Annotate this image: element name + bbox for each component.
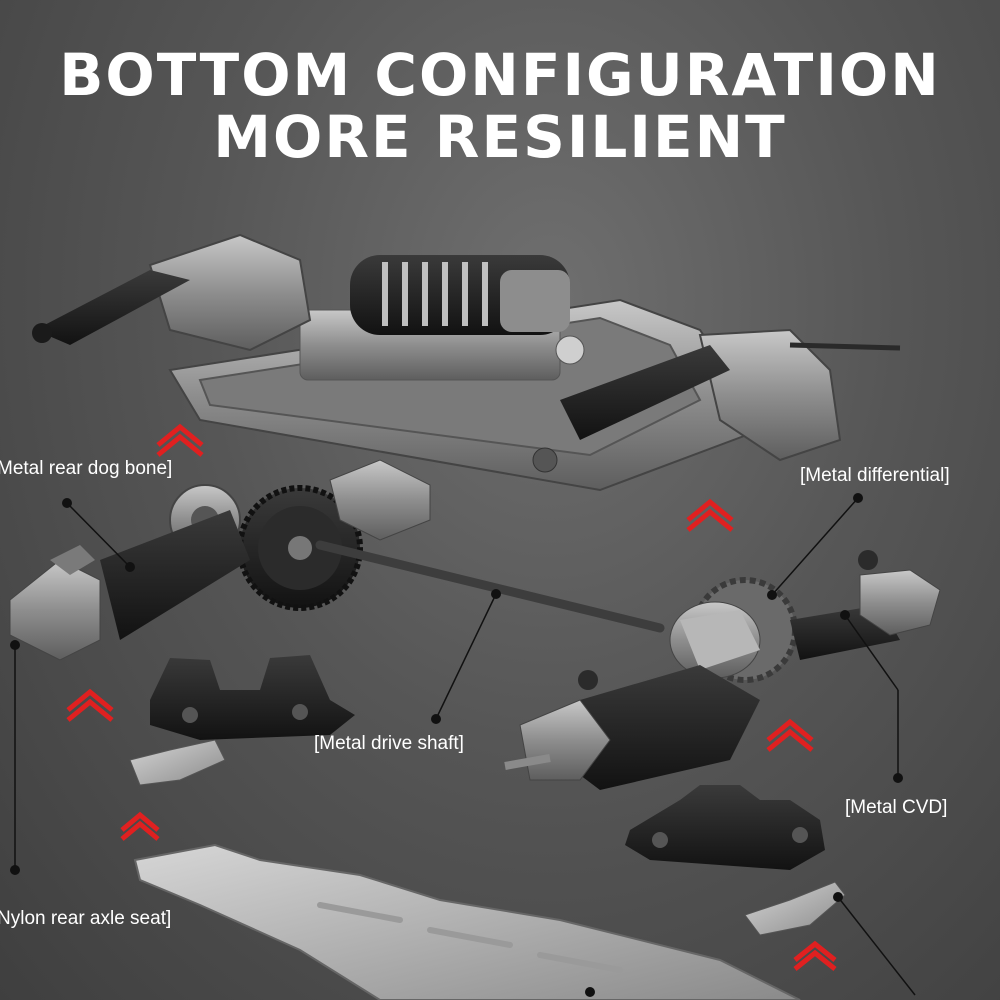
front-differential-assembly <box>504 550 941 790</box>
metal-bracket-right <box>744 881 846 936</box>
headline-line-1: BOTTOM CONFIGURATION <box>59 41 941 109</box>
motor <box>350 255 570 335</box>
callout-cvd: [Metal CVD] <box>845 797 948 818</box>
red-arrow-icon <box>686 498 734 560</box>
red-arrow-icon <box>66 688 114 760</box>
nylon-axle-seat-left <box>150 655 355 740</box>
rear-gear-assembly <box>9 459 431 661</box>
drive-shaft <box>315 540 665 633</box>
red-arrow-icon <box>766 718 814 785</box>
metal-bracket-left <box>129 739 226 786</box>
callout-leaders <box>10 493 916 997</box>
callout-rear-dog-bone: Metal rear dog bone] <box>0 458 173 479</box>
red-arrow-icon <box>120 811 160 841</box>
red-arrows <box>66 423 837 1000</box>
red-arrow-icon <box>156 423 204 457</box>
red-arrow-icon <box>793 940 837 1000</box>
callout-differential: [Metal differential] <box>800 465 950 486</box>
headline-line-2: MORE RESILIENT <box>213 103 787 171</box>
upper-chassis <box>32 233 901 492</box>
skid-plate <box>133 843 801 1000</box>
callout-drive-shaft: [Metal drive shaft] <box>314 733 464 754</box>
nylon-axle-seat-right <box>625 785 825 870</box>
callout-rear-axle-seat: Nylon rear axle seat] <box>0 908 172 929</box>
